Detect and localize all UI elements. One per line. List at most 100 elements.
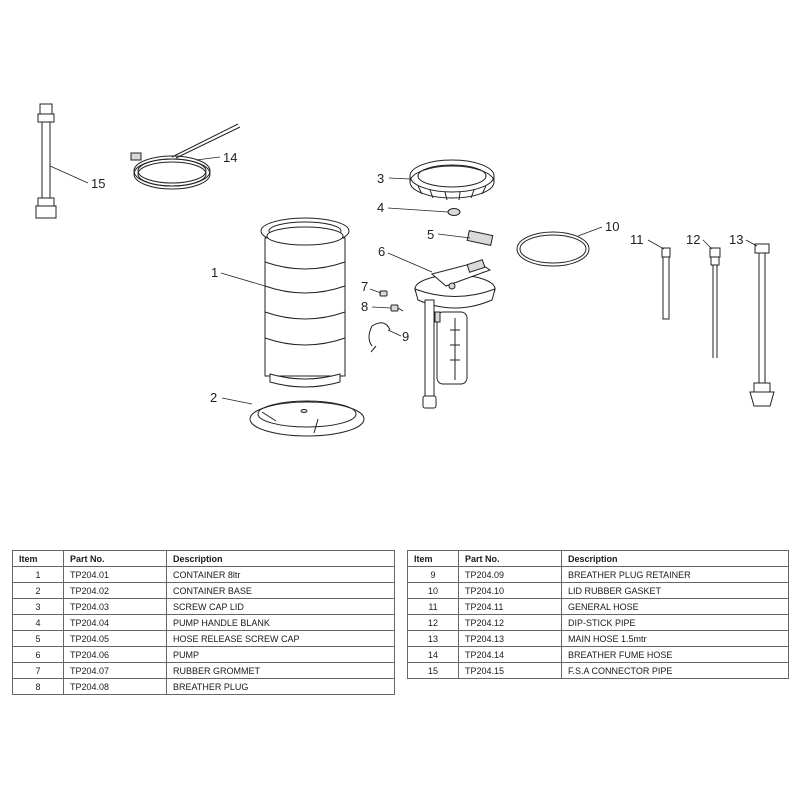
- cell-item: 14: [407, 646, 459, 663]
- cell-description: RUBBER GROMMET: [166, 662, 395, 679]
- cell-description: BREATHER PLUG: [166, 678, 395, 695]
- cell-item: 6: [12, 646, 64, 663]
- part-1-container: [260, 217, 350, 388]
- callout-8: 8: [361, 299, 368, 314]
- part-2-container-base: [249, 400, 365, 437]
- part-4-handle-blank: [447, 208, 461, 216]
- part-13-main-hose: [749, 243, 775, 407]
- cell-description: CONTAINER BASE: [166, 582, 395, 599]
- callout-15: 15: [91, 176, 105, 191]
- exploded-parts-diagram: 15 14 3 4 5 10: [35, 103, 775, 437]
- header-description: Description: [561, 550, 789, 567]
- cell-description: DIP-STICK PIPE: [561, 614, 789, 631]
- cell-part-no: TP204.06: [63, 646, 167, 663]
- cell-description: HOSE RELEASE SCREW CAP: [166, 630, 395, 647]
- header-item: Item: [407, 550, 459, 567]
- cell-description: MAIN HOSE 1.5mtr: [561, 630, 789, 647]
- header-part-no: Part No.: [63, 550, 167, 567]
- callout-11: 11: [630, 232, 644, 247]
- cell-part-no: TP204.03: [63, 598, 167, 615]
- cell-description: F.S.A CONNECTOR PIPE: [561, 662, 789, 679]
- cell-part-no: TP204.10: [458, 582, 562, 599]
- cell-part-no: TP204.04: [63, 614, 167, 631]
- part-10-gasket: [516, 231, 590, 267]
- part-8-breather-plug: [390, 304, 404, 312]
- cell-part-no: TP204.11: [458, 598, 562, 615]
- cell-part-no: TP204.09: [458, 566, 562, 583]
- callout-2: 2: [210, 390, 217, 405]
- callout-4: 4: [377, 200, 384, 215]
- cell-part-no: TP204.05: [63, 630, 167, 647]
- cell-description: SCREW CAP LID: [166, 598, 395, 615]
- cell-item: 13: [407, 630, 459, 647]
- cell-part-no: TP204.08: [63, 678, 167, 695]
- cell-item: 11: [407, 598, 459, 615]
- cell-item: 7: [12, 662, 64, 679]
- cell-item: 2: [12, 582, 64, 599]
- cell-part-no: TP204.07: [63, 662, 167, 679]
- header-part-no: Part No.: [458, 550, 562, 567]
- table-header-row: Item Part No. Description: [407, 550, 789, 567]
- callout-14: 14: [223, 150, 237, 165]
- part-14-breather-hose: [130, 123, 241, 190]
- header-description: Description: [166, 550, 395, 567]
- callout-5: 5: [427, 227, 434, 242]
- cell-item: 4: [12, 614, 64, 631]
- part-5-hose-release-cap: [466, 230, 494, 246]
- cell-part-no: TP204.13: [458, 630, 562, 647]
- part-11-general-hose: [661, 247, 671, 320]
- cell-description: CONTAINER 8ltr: [166, 566, 395, 583]
- cell-description: PUMP HANDLE BLANK: [166, 614, 395, 631]
- cell-item: 9: [407, 566, 459, 583]
- cell-part-no: TP204.01: [63, 566, 167, 583]
- cell-description: BREATHER PLUG RETAINER: [561, 566, 789, 583]
- cell-description: PUMP: [166, 646, 395, 663]
- cell-part-no: TP204.12: [458, 614, 562, 631]
- cell-item: 5: [12, 630, 64, 647]
- table-header-row: Item Part No. Description: [12, 550, 395, 567]
- part-6-pump: [414, 259, 496, 409]
- callout-9: 9: [402, 329, 409, 344]
- cell-description: GENERAL HOSE: [561, 598, 789, 615]
- callout-6: 6: [378, 244, 385, 259]
- cell-item: 1: [12, 566, 64, 583]
- cell-item: 3: [12, 598, 64, 615]
- callout-13: 13: [729, 232, 743, 247]
- cell-item: 15: [407, 662, 459, 679]
- part-9-retainer: [368, 322, 391, 353]
- cell-item: 12: [407, 614, 459, 631]
- cell-description: LID RUBBER GASKET: [561, 582, 789, 599]
- callout-3: 3: [377, 171, 384, 186]
- cell-description: BREATHER FUME HOSE: [561, 646, 789, 663]
- callout-12: 12: [686, 232, 700, 247]
- part-3-screw-cap-lid: [409, 159, 495, 201]
- header-item: Item: [12, 550, 64, 567]
- cell-part-no: TP204.14: [458, 646, 562, 663]
- cell-item: 8: [12, 678, 64, 695]
- callout-10: 10: [605, 219, 619, 234]
- cell-item: 10: [407, 582, 459, 599]
- part-15-connector-pipe: [35, 103, 57, 219]
- part-12-dipstick-pipe: [709, 247, 721, 358]
- cell-part-no: TP204.15: [458, 662, 562, 679]
- callout-1: 1: [211, 265, 218, 280]
- part-7-grommet: [379, 290, 388, 297]
- callout-7: 7: [361, 279, 368, 294]
- cell-part-no: TP204.02: [63, 582, 167, 599]
